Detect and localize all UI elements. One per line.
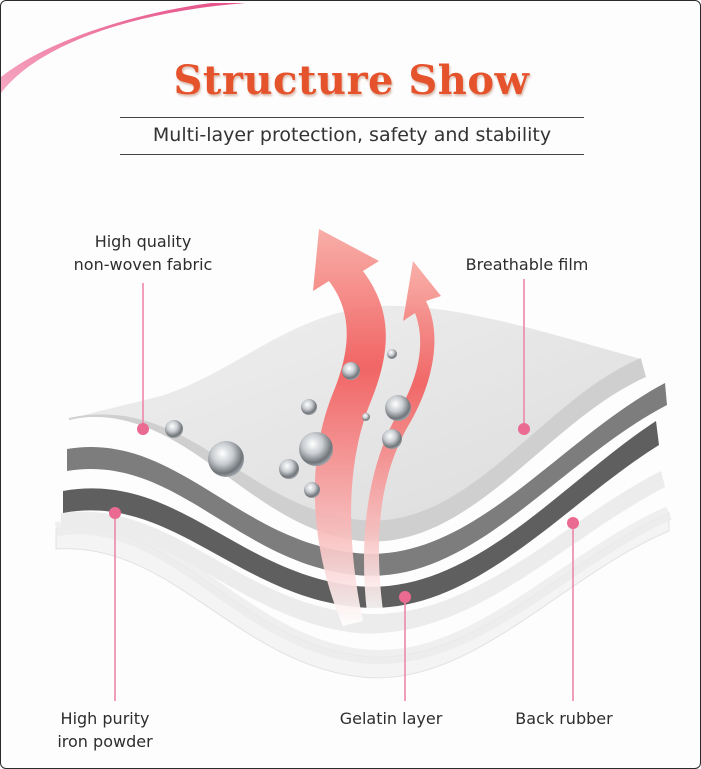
marker-dot-nonwoven xyxy=(137,423,149,435)
label-iron-line2: iron powder xyxy=(57,732,153,751)
layer-iron-powder xyxy=(63,421,659,608)
water-droplet xyxy=(208,441,244,477)
label-nonwoven-line1: High quality xyxy=(94,232,192,251)
water-droplet xyxy=(342,362,360,380)
label-nonwoven-fabric: High quality non-woven fabric xyxy=(53,230,233,276)
water-droplet xyxy=(165,420,183,438)
layer-gelatin xyxy=(61,471,665,634)
label-nonwoven-line2: non-woven fabric xyxy=(73,255,213,274)
layer-breathable-film xyxy=(67,383,667,576)
water-droplet xyxy=(387,349,397,359)
water-droplet xyxy=(385,395,411,421)
marker-dot-back-rubber xyxy=(567,517,579,529)
marker-dot-breathable xyxy=(518,423,530,435)
label-back-rubber: Back rubber xyxy=(515,709,613,728)
water-droplet xyxy=(362,413,370,421)
water-droplet xyxy=(301,399,317,415)
water-droplet xyxy=(304,482,320,498)
heat-arrow-right xyxy=(363,261,441,613)
decorative-swoosh xyxy=(1,3,246,93)
label-iron-line1: High purity xyxy=(60,709,150,728)
marker-dot-gelatin xyxy=(399,591,411,603)
heat-arrow-left xyxy=(313,229,386,626)
page-title: Structure Show xyxy=(173,57,530,104)
water-droplet xyxy=(382,429,402,449)
marker-dot-iron xyxy=(109,507,121,519)
label-breathable-film: Breathable film xyxy=(465,255,589,274)
water-droplet xyxy=(299,432,333,466)
label-iron-powder: High purity iron powder xyxy=(15,707,195,753)
label-gelatin-layer: Gelatin layer xyxy=(339,709,443,728)
page-subtitle: Multi-layer protection, safety and stabi… xyxy=(120,117,584,155)
water-droplet xyxy=(279,459,299,479)
